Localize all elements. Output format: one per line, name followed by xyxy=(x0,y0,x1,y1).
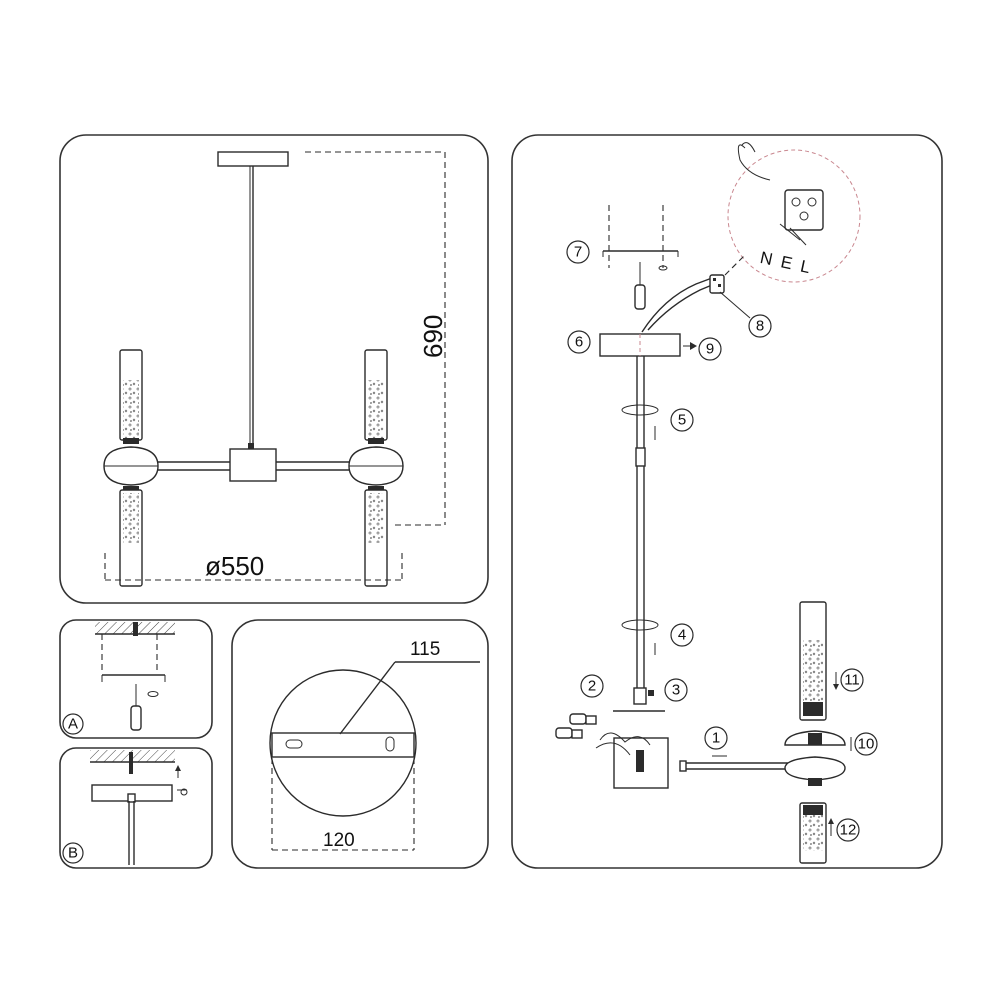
rod-end xyxy=(633,687,647,705)
svg-text:2: 2 xyxy=(588,678,596,695)
label-b-badge xyxy=(62,842,84,864)
socket-icon xyxy=(555,713,597,739)
left-lamp xyxy=(103,349,159,587)
plate-width-label: 120 xyxy=(323,830,355,851)
step-callout-9: 9 xyxy=(698,337,722,361)
rod-coupler xyxy=(635,447,646,467)
screwdriver-icon xyxy=(130,705,142,731)
step-callout-3: 3 xyxy=(664,678,688,702)
step-callout-5: 5 xyxy=(670,408,694,432)
terminal-detail-circle xyxy=(727,149,861,283)
dimension-panel: 690 ø550 xyxy=(59,134,489,604)
right-lamp xyxy=(348,349,404,587)
svg-text:10: 10 xyxy=(858,736,875,753)
mounting-plate-panel: 115 120 xyxy=(231,619,489,869)
svg-text:7: 7 xyxy=(574,244,582,261)
step-callout-10: 10 xyxy=(850,732,878,756)
step-callout-7: 7 xyxy=(566,240,590,264)
detail-label-a: A xyxy=(68,716,78,733)
detail-panel-a: A xyxy=(59,619,213,739)
step-callout-11: 11 xyxy=(840,668,864,692)
svg-text:11: 11 xyxy=(844,672,860,689)
svg-text:8: 8 xyxy=(756,318,764,335)
svg-text:4: 4 xyxy=(678,627,686,644)
svg-text:12: 12 xyxy=(840,822,857,839)
screwdriver-icon xyxy=(634,284,646,310)
step-callout-6: 6 xyxy=(567,330,591,354)
label-a-badge xyxy=(62,713,84,735)
center-hub xyxy=(229,448,277,482)
mounting-bar xyxy=(271,732,415,758)
step-callout-2: 2 xyxy=(580,674,604,698)
step-callout-8: 8 xyxy=(719,291,772,338)
assembly-panel: N E L xyxy=(511,134,943,869)
detail-panel-b: B xyxy=(59,747,213,869)
svg-text:6: 6 xyxy=(575,334,583,351)
connector-icon xyxy=(709,274,725,294)
terminal-block-icon xyxy=(779,189,824,246)
step-callout-12: 12 xyxy=(836,818,860,842)
svg-text:3: 3 xyxy=(672,682,680,699)
step-callout-1: 1 xyxy=(704,726,728,750)
svg-text:1: 1 xyxy=(712,730,720,747)
step-callout-4: 4 xyxy=(670,623,694,647)
diameter-dimension-label: ø550 xyxy=(205,551,264,581)
height-dimension-label: 690 xyxy=(418,315,448,358)
svg-text:5: 5 xyxy=(678,412,686,429)
plate-diameter-label: 115 xyxy=(410,639,440,660)
svg-text:9: 9 xyxy=(706,341,714,358)
canopy xyxy=(217,151,289,167)
detail-label-b: B xyxy=(68,845,78,862)
